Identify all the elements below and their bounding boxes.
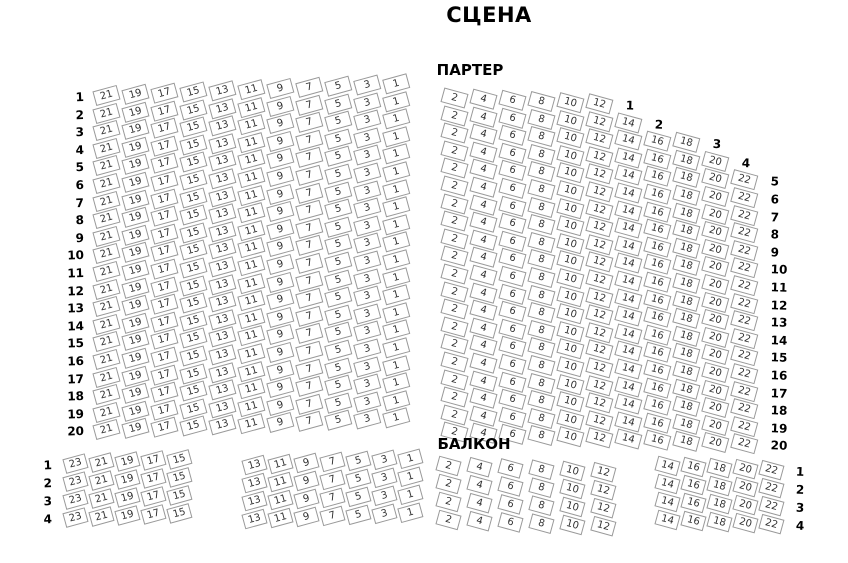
row-number-label: 2: [654, 116, 664, 131]
seat[interactable]: 22: [758, 513, 785, 535]
row-number-label: 18: [67, 388, 85, 404]
row-number-label: 20: [67, 423, 85, 439]
row-number-label: 6: [75, 177, 85, 192]
seat[interactable]: 11: [267, 507, 294, 529]
seat[interactable]: 14: [614, 428, 643, 450]
seat[interactable]: 17: [150, 417, 179, 439]
row-number-label: 14: [67, 318, 85, 333]
row-number-label: 15: [770, 350, 788, 365]
seat[interactable]: 7: [295, 411, 324, 433]
seat[interactable]: 19: [114, 505, 141, 526]
seat[interactable]: 13: [241, 508, 268, 530]
seat[interactable]: 16: [680, 510, 707, 532]
seat[interactable]: 22: [730, 433, 759, 455]
row-number-label: 7: [75, 194, 85, 210]
row-number-label: 12: [67, 282, 85, 298]
seat[interactable]: 21: [88, 506, 115, 527]
seat[interactable]: 20: [701, 432, 730, 454]
row-number-label: 4: [795, 518, 805, 533]
row-number-label: 9: [75, 230, 85, 245]
seat[interactable]: 9: [266, 412, 295, 434]
seat[interactable]: 5: [324, 410, 353, 432]
seat[interactable]: 7: [319, 505, 346, 527]
seat[interactable]: 23: [62, 507, 89, 528]
row-number-label: 5: [770, 174, 780, 189]
row-number-label: 18: [770, 402, 788, 418]
row-number-label: 2: [795, 482, 805, 497]
row-number-label: 3: [43, 493, 53, 508]
seat[interactable]: 19: [121, 418, 150, 440]
seat[interactable]: 8: [528, 513, 555, 534]
seat[interactable]: 11: [237, 413, 266, 435]
row-number-label: 16: [67, 353, 85, 369]
row-number-label: 9: [770, 244, 780, 259]
row-number-label: 8: [75, 212, 85, 227]
row-number-label: 8: [770, 226, 780, 242]
row-number-label: 14: [770, 332, 788, 348]
seat[interactable]: 14: [654, 509, 681, 531]
row-number-label: 19: [770, 420, 788, 436]
row-number-label: 4: [43, 511, 53, 526]
row-number-label: 10: [67, 247, 85, 263]
row-number-label: 2: [43, 475, 53, 490]
seat[interactable]: 4: [466, 510, 493, 532]
seat[interactable]: 16: [643, 430, 672, 452]
seat[interactable]: 10: [556, 426, 585, 448]
seat[interactable]: 21: [92, 419, 121, 441]
parterre-title: ПАРТЕР: [436, 61, 504, 79]
row-number-label: 19: [67, 406, 85, 421]
seat[interactable]: 6: [497, 512, 524, 533]
seat[interactable]: 15: [166, 503, 193, 524]
seat[interactable]: 18: [706, 511, 733, 533]
seat[interactable]: 18: [672, 431, 701, 453]
seat[interactable]: 3: [371, 503, 398, 525]
seat[interactable]: 3: [353, 408, 382, 430]
row-number-label: 11: [770, 279, 788, 295]
row-number-label: 5: [75, 159, 85, 175]
row-number-label: 17: [770, 385, 788, 400]
seat[interactable]: 5: [345, 504, 372, 526]
row-number-label: 1: [43, 457, 53, 472]
seat[interactable]: 12: [585, 427, 614, 449]
seat[interactable]: 13: [208, 414, 237, 436]
row-number-label: 3: [712, 136, 722, 151]
row-number-label: 4: [75, 142, 85, 157]
balcony-title: БАЛКОН: [437, 435, 511, 453]
row-number-label: 13: [67, 300, 85, 316]
seat[interactable]: 17: [140, 504, 167, 525]
row-number-label: 1: [75, 89, 85, 104]
seat[interactable]: 2: [435, 509, 462, 531]
seat[interactable]: 1: [397, 502, 424, 524]
row-number-label: 12: [770, 297, 788, 312]
seat[interactable]: 10: [559, 514, 586, 536]
seat[interactable]: 1: [382, 407, 411, 429]
row-number-label: 16: [770, 367, 788, 383]
row-number-label: 17: [67, 370, 85, 386]
seat[interactable]: 15: [179, 415, 208, 437]
row-number-label: 7: [770, 209, 780, 224]
row-number-label: 13: [770, 314, 788, 330]
row-number-label: 2: [75, 106, 85, 122]
seat[interactable]: 20: [732, 512, 759, 534]
row-number-label: 15: [67, 335, 85, 351]
seat[interactable]: 9: [293, 506, 320, 528]
row-number-label: 3: [75, 124, 85, 139]
row-number-label: 3: [795, 500, 805, 515]
row-number-label: 1: [625, 97, 635, 113]
row-number-label: 10: [770, 262, 788, 277]
seat[interactable]: 12: [590, 515, 617, 537]
row-number-label: 11: [67, 265, 85, 281]
row-number-label: 20: [770, 438, 788, 453]
row-number-label: 6: [770, 191, 780, 207]
row-number-label: 4: [741, 155, 751, 170]
row-number-label: 1: [795, 464, 805, 479]
seat[interactable]: 8: [527, 425, 556, 447]
stage-title: СЦЕНА: [446, 3, 532, 27]
